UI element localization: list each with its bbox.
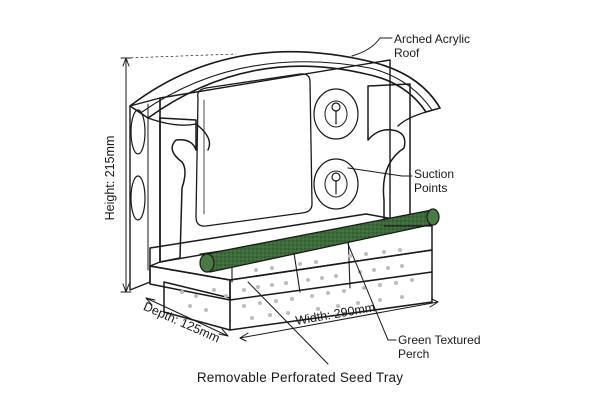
roof-label-line2: Roof (394, 46, 420, 60)
perch-callout: Green Textured Perch (347, 243, 481, 361)
front-left-panel (159, 117, 197, 263)
back-window (195, 73, 313, 227)
depth-label: Depth: 125mm (141, 299, 222, 345)
perch-label-line2: Perch (398, 347, 429, 361)
tray-callout: Removable Perforated Seed Tray (197, 281, 403, 385)
suction-label-line2: Points (414, 181, 447, 195)
height-label: Height: 215mm (103, 136, 117, 221)
suction-cup-top (313, 88, 359, 140)
suction-callout: Suction Points (347, 167, 454, 195)
tray-label: Removable Perforated Seed Tray (197, 370, 403, 385)
roof-label-line1: Arched Acrylic (394, 32, 470, 46)
perch-label-line1: Green Textured (398, 333, 481, 347)
depth-dimension: Depth: 125mm (141, 297, 229, 345)
height-dimension: Height: 215mm (103, 53, 237, 293)
left-suction-cups (130, 109, 146, 221)
tray-perforations (180, 248, 414, 320)
roof-callout: Arched Acrylic Roof (351, 32, 470, 60)
width-label: Width: 290mm (294, 300, 376, 328)
feeder-body (129, 50, 441, 331)
right-front-panel (367, 83, 411, 227)
suction-label-line1: Suction (414, 167, 454, 181)
arched-roof (129, 50, 441, 119)
suction-cup-bottom (313, 158, 359, 210)
green-perch (199, 208, 440, 273)
